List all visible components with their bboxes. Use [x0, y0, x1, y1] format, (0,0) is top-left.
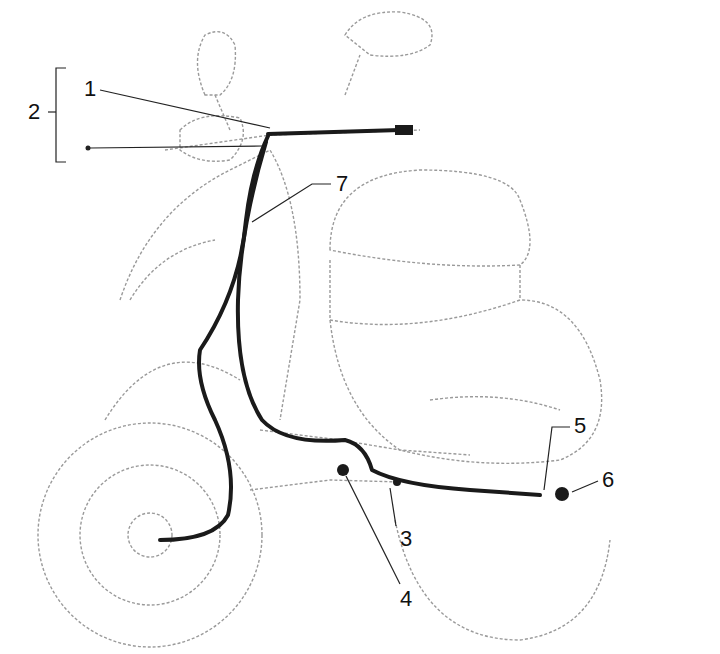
callout-number: 5 [574, 415, 586, 437]
callout-number: 1 [84, 78, 96, 100]
callout-number: 2 [28, 101, 40, 123]
callout-number: 7 [336, 173, 348, 195]
callout-number: 3 [400, 528, 412, 550]
callout-number: 6 [602, 469, 614, 491]
callout-number: 4 [400, 588, 412, 610]
